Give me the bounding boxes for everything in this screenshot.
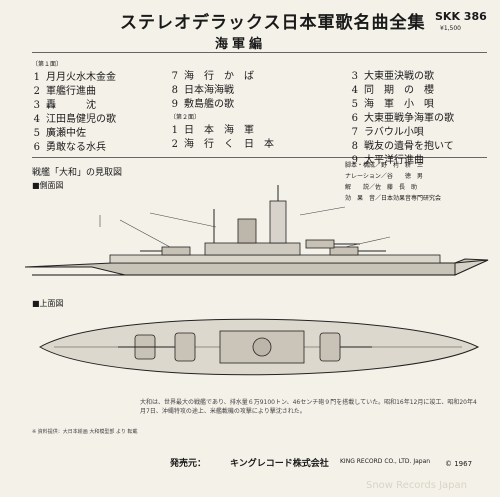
side-1-track-item: 6 勇敢なる水兵: [32, 141, 116, 155]
side-1-continued-list: 7 海 行 か ば 8 日本海海戦 9 敷島艦の歌: [170, 70, 274, 112]
track-title: 轟 沈: [46, 100, 96, 111]
battleship-side-view: [24, 185, 489, 276]
track-title: 海 軍 小 唄: [364, 99, 434, 110]
side-2-track-item: 3 大東亜決戦の歌: [350, 70, 454, 84]
diagram-title: 戦艦「大和」の見取図: [32, 168, 123, 178]
side-2-continued-list: 3 大東亜決戦の歌 4 同 期 の 櫻 5 海 軍 小 唄 6 大東亜戦争海軍の歌 7 ラバウル小…: [350, 70, 454, 168]
credits: 脚本・構成／野 村 耕 三ナレーション／谷 徳 男解 説／佐 藤 長 助効 果 …: [345, 160, 441, 204]
side-1-track-item: 7 海 行 か ば: [170, 70, 274, 84]
track-title: ラバウル小唄: [364, 127, 424, 138]
side-2-track-item: 2 海 行 く 日 本: [170, 138, 274, 152]
track-column-2: 7 海 行 か ば 8 日本海海戦 9 敷島艦の歌 〔第２面〕 1 日 本 海 軍 2 海 行 …: [170, 70, 274, 152]
track-number: 9: [171, 99, 178, 110]
track-title: 大東亜戦争海軍の歌: [364, 113, 454, 124]
track-title: 勇敢なる水兵: [46, 142, 106, 153]
credit-line: ナレーション／谷 徳 男: [345, 173, 423, 180]
side-1-track-item: 9 敷島艦の歌: [170, 98, 274, 112]
side-2-track-item: 7 ラバウル小唄: [350, 126, 454, 140]
source-note: ※ 資料提供：大日本絵画 大和模型部 より 転載: [32, 429, 138, 435]
track-title: 江田島健児の歌: [46, 114, 116, 125]
top-turret-3: [319, 332, 341, 362]
side-1-track-item: 4 江田島健児の歌: [32, 113, 116, 127]
main-turret-2: [305, 239, 335, 249]
track-title: 日 本 海 軍: [184, 125, 254, 136]
track-number: 3: [351, 71, 358, 82]
side-1-track-item: 5 廣瀬中佐: [32, 127, 116, 141]
track-number: 7: [351, 127, 358, 138]
top-funnel: [252, 337, 272, 357]
side-1-list: 1 月月火水木金金 2 軍艦行進曲 3 轟 沈 4 江田島健児の歌 5 廣瀬中佐 6 勇敢なる水兵: [32, 71, 116, 155]
track-title: 海 行 か ば: [184, 71, 254, 82]
side-2-track-item: 9 太平洋行進曲: [350, 154, 454, 168]
side-view-label: ■側面図: [32, 181, 64, 190]
side-2-list: 1 日 本 海 軍 2 海 行 く 日 本: [170, 124, 274, 152]
track-number: 3: [33, 100, 40, 111]
track-title: 月月火水木金金: [46, 72, 116, 83]
track-number: 8: [171, 85, 178, 96]
superstructure-base: [204, 242, 301, 256]
track-number: 4: [33, 114, 40, 125]
side-1-track-item: 3 轟 沈: [32, 99, 116, 113]
track-number: 8: [351, 141, 358, 152]
track-title: 軍艦行進曲: [46, 86, 96, 97]
credit-line: 効 果 音／日本効果音専門研究会: [345, 195, 442, 202]
side-1-track-item: 8 日本海海戦: [170, 84, 274, 98]
credit-line: 解 説／佐 藤 長 助: [345, 184, 418, 191]
battleship-top-view: [38, 318, 480, 376]
company-name-english: KING RECORD CO., LTD. Japan: [340, 458, 431, 465]
track-title: 戦友の遺骨を抱いて: [364, 141, 454, 152]
track-number: 5: [33, 128, 40, 139]
main-turret-3: [161, 246, 191, 256]
side-1-track-item: 2 軍艦行進曲: [32, 85, 116, 99]
publisher-label: 発売元：: [170, 459, 207, 469]
credit-line: 脚本・構成／野 村 耕 三: [345, 162, 424, 169]
track-title: 太平洋行進曲: [364, 155, 424, 166]
side-2-track-item: 4 同 期 の 櫻: [350, 84, 454, 98]
side-2-track-item: 6 大東亜戦争海軍の歌: [350, 112, 454, 126]
publisher-name: キングレコード株式会社: [230, 459, 329, 469]
track-title: 敷島艦の歌: [184, 99, 234, 110]
bridge-tower: [269, 200, 287, 244]
bow: [454, 259, 489, 276]
track-column-1: 〔第１面〕 1 月月火水木金金 2 軍艦行進曲 3 轟 沈 4 江田島健児の歌 5 廣瀬中佐 6 勇敢…: [32, 61, 116, 155]
top-view-label: ■上面図: [32, 299, 64, 308]
track-number: 5: [351, 99, 358, 110]
side-2-track-item: 8 戦友の遺骨を抱いて: [350, 140, 454, 154]
track-title: 海 行 く 日 本: [184, 139, 274, 150]
catalog-number: SKK 386: [435, 10, 487, 23]
divider-middle: [32, 157, 487, 158]
side-2-track-item: 1 日 本 海 軍: [170, 124, 274, 138]
track-number: 2: [33, 86, 40, 97]
track-number: 1: [171, 125, 178, 136]
side-2-track-item: 5 海 軍 小 唄: [350, 98, 454, 112]
divider-top: [32, 52, 487, 53]
track-number: 4: [351, 85, 358, 96]
side-1-label: 〔第１面〕: [32, 61, 63, 68]
track-number: 2: [171, 139, 178, 150]
side-2-label: 〔第２面〕: [170, 114, 201, 121]
track-number: 7: [171, 71, 178, 82]
price: ¥1,500: [440, 25, 461, 32]
track-number: 6: [351, 113, 358, 124]
funnel: [237, 218, 257, 244]
track-title: 日本海海戦: [184, 85, 234, 96]
history-note: 大和は、世界最大の戦艦であり、排水量６万9100トン、46センチ砲９門を搭載して…: [140, 399, 477, 415]
album-title: ステレオデラックス日本軍歌名曲全集: [120, 13, 426, 33]
track-title: 廣瀬中佐: [46, 128, 86, 139]
track-number: 9: [351, 155, 358, 166]
main-deck: [109, 254, 441, 264]
watermark: Snow Records Japan: [366, 480, 467, 491]
track-title: 同 期 の 櫻: [364, 85, 434, 96]
subtitle: 海軍編: [215, 37, 267, 52]
side-1-track-item: 1 月月火水木金金: [32, 71, 116, 85]
top-turret-2: [174, 332, 196, 362]
track-column-3: 3 大東亜決戦の歌 4 同 期 の 櫻 5 海 軍 小 唄 6 大東亜戦争海軍の歌 7 ラバウル小…: [350, 70, 454, 168]
track-number: 6: [33, 142, 40, 153]
track-title: 大東亜決戦の歌: [364, 71, 434, 82]
track-number: 1: [33, 72, 40, 83]
copyright: © 1967: [445, 460, 473, 468]
